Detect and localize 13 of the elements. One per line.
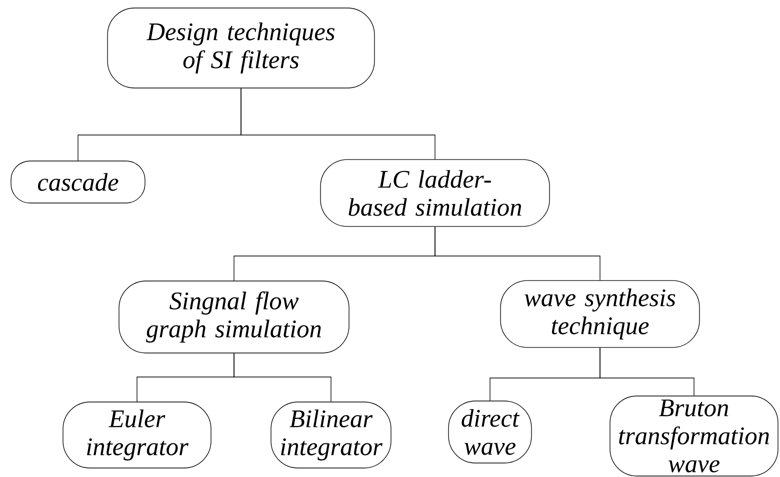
process-box: direct wave bbox=[448, 400, 532, 464]
process-box: Bruton transformation wave bbox=[610, 396, 778, 476]
connector-line bbox=[234, 353, 332, 402]
process-box: wave synthesis technique bbox=[500, 280, 700, 348]
connector-line bbox=[240, 88, 436, 160]
connector-line bbox=[600, 347, 694, 396]
process-box: LC ladder-based simulation bbox=[320, 159, 550, 227]
process-box: Bilinear integrator bbox=[270, 402, 392, 468]
connector-line bbox=[434, 226, 600, 281]
process-box: Singnal flow graph simulation bbox=[118, 280, 350, 354]
process-box: Design techniques of SI filters bbox=[107, 8, 375, 88]
process-box: Euler integrator bbox=[62, 402, 212, 468]
process-box: cascade bbox=[10, 160, 146, 204]
